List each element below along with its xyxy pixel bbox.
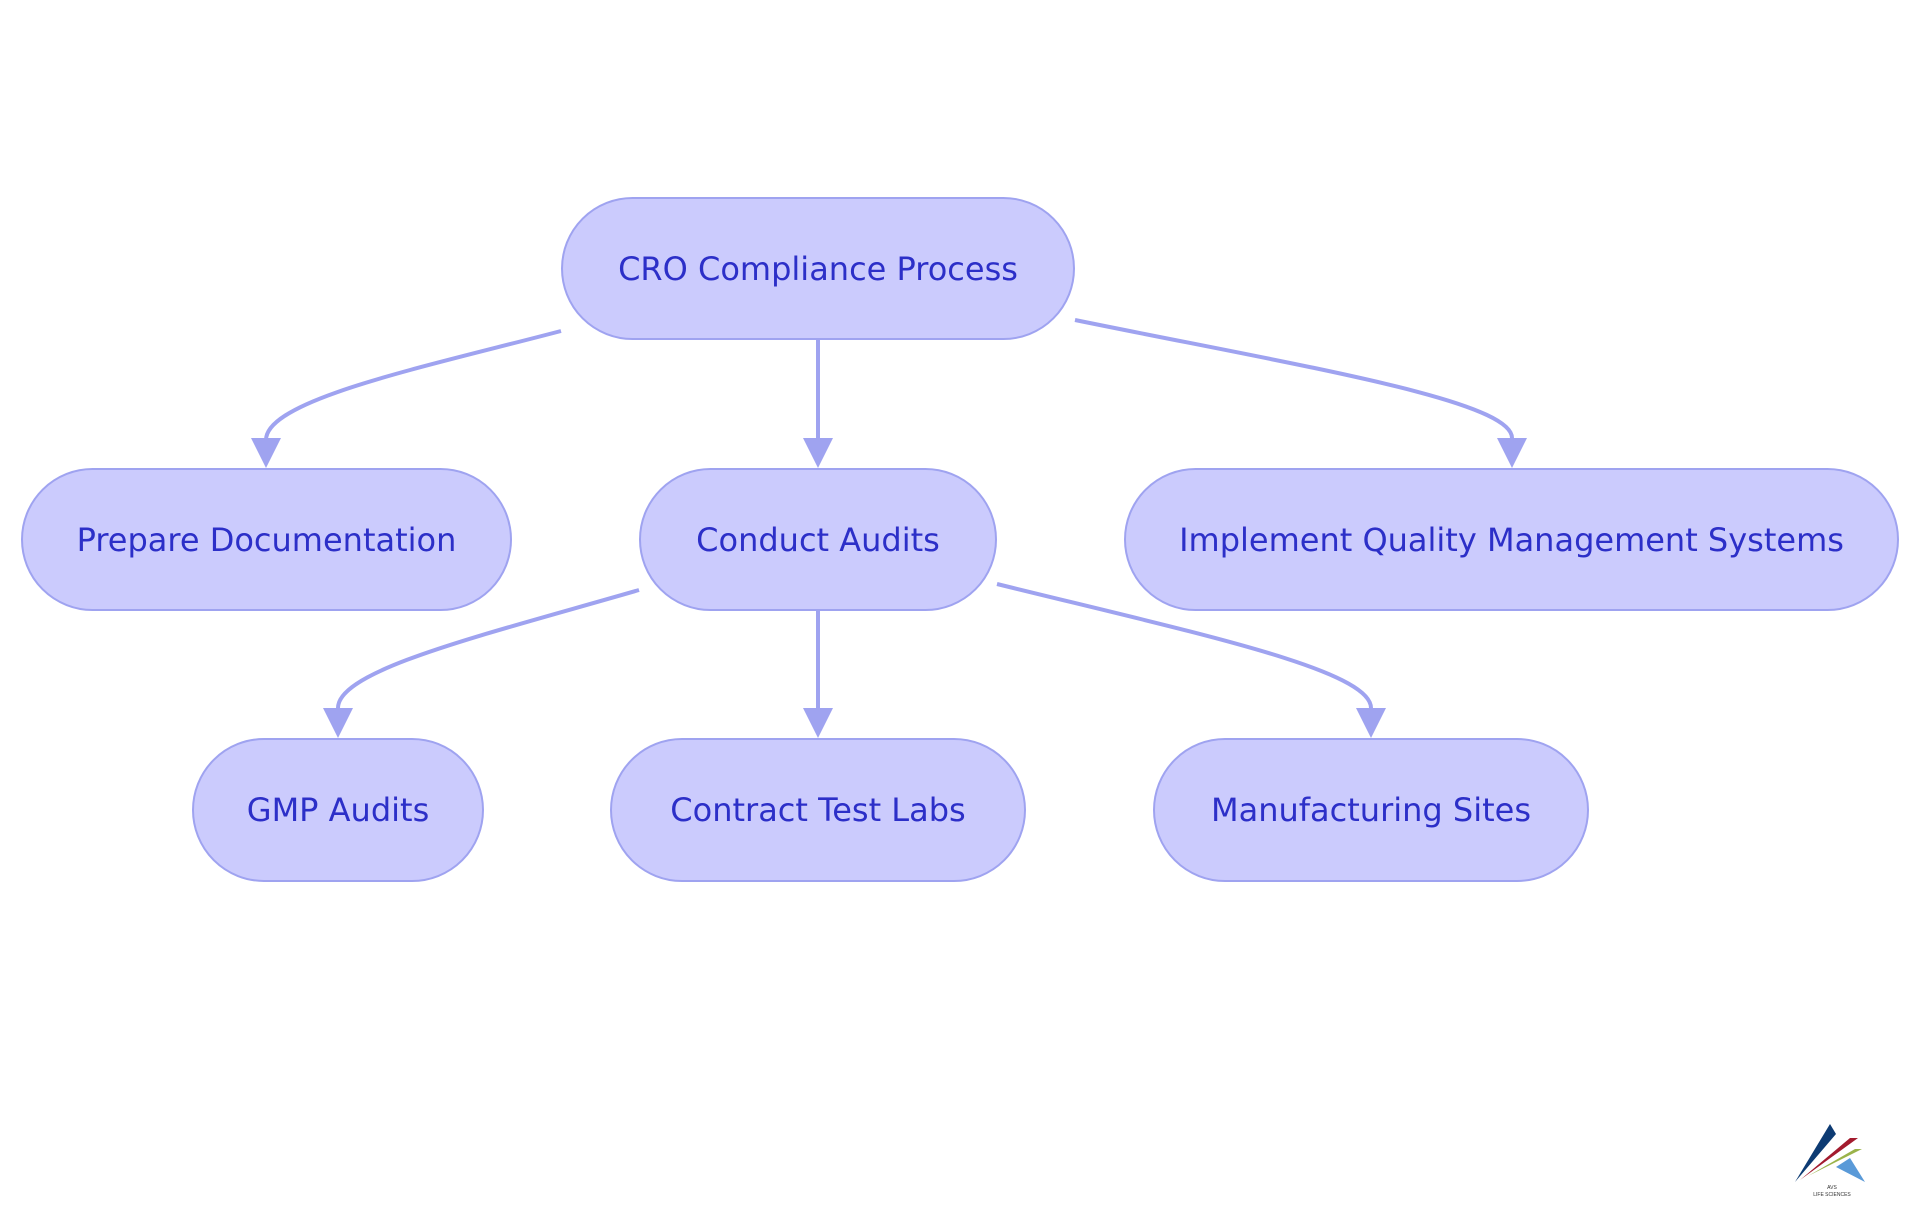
node-gmp-audits: GMP Audits — [192, 738, 484, 882]
arrowhead — [323, 708, 353, 738]
logo-stripe — [1808, 1149, 1862, 1176]
arrowhead — [803, 708, 833, 738]
node-implement-qms: Implement Quality Management Systems — [1124, 468, 1899, 611]
edge-conduct-gmp — [336, 588, 640, 709]
svg-text:AVS: AVS — [1827, 1185, 1837, 1191]
node-manufacturing-sites: Manufacturing Sites — [1153, 738, 1589, 882]
node-conduct-audits: Conduct Audits — [639, 468, 997, 611]
svg-text:LIFE SCIENCES: LIFE SCIENCES — [1813, 1192, 1851, 1198]
edge-conduct-sites — [996, 582, 1373, 709]
node-prepare-documentation: Prepare Documentation — [21, 468, 512, 611]
arrowhead — [1356, 708, 1386, 738]
node-cro-compliance-process: CRO Compliance Process — [561, 197, 1075, 340]
edge-root-implement — [1074, 318, 1514, 439]
avs-logo: AVS LIFE SCIENCES — [1795, 1124, 1865, 1198]
node-contract-test-labs: Contract Test Labs — [610, 738, 1026, 882]
arrowhead — [1497, 438, 1527, 468]
arrowhead — [803, 438, 833, 468]
edge-root-prepare — [264, 329, 562, 441]
arrowhead — [251, 438, 281, 468]
